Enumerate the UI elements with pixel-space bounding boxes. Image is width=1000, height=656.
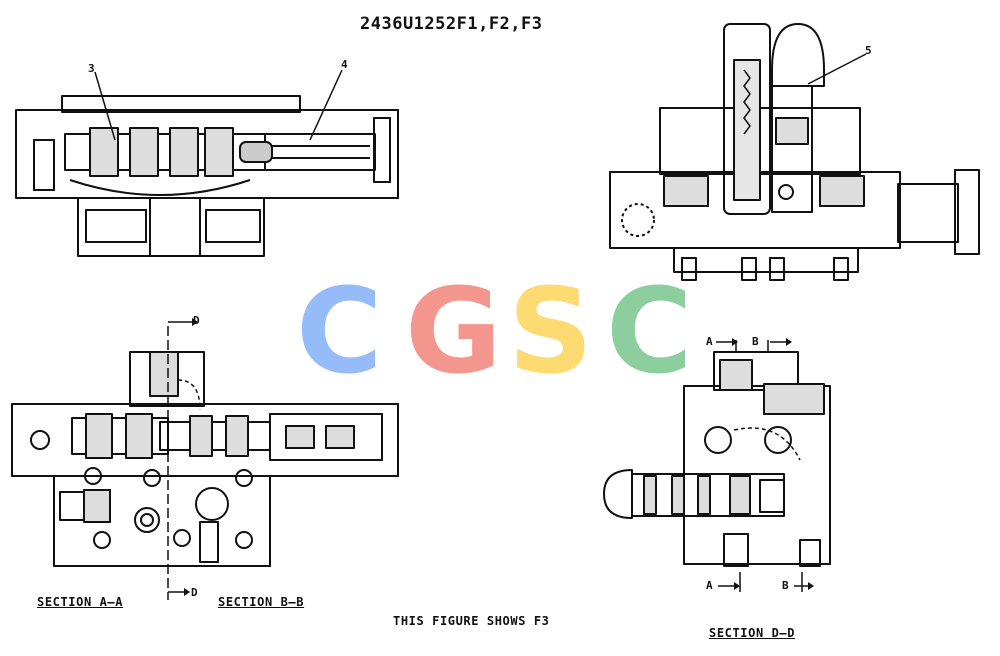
drawing-title: 2436U1252F1,F2,F3 — [360, 14, 543, 34]
caption-section-b-b: SECTION B—B — [218, 595, 305, 609]
caption-figure-note: THIS FIGURE SHOWS F3 — [393, 614, 550, 628]
section-d-drawing — [603, 338, 831, 592]
watermark-letter-2: G — [405, 262, 502, 400]
section-mark-d-bottom: D — [191, 586, 198, 599]
section-mark-d-top: D — [193, 314, 200, 327]
caption-section-a-a: SECTION A—A — [37, 595, 124, 609]
section-mark-a-top: A — [706, 335, 713, 348]
section-a-b-drawing — [11, 318, 399, 600]
caption-section-d-d: SECTION D—D — [709, 626, 796, 640]
section-mark-b-top: B — [752, 335, 759, 348]
watermark-letter-4: C — [606, 262, 693, 400]
section-mark-a-bottom: A — [706, 579, 713, 592]
watermark-letter-1: C — [296, 262, 383, 400]
callout-4: 4 — [341, 58, 348, 71]
callout-5: 5 — [865, 44, 872, 57]
top-left-valve-section — [15, 69, 399, 257]
section-mark-b-bottom: B — [782, 579, 789, 592]
watermark-letter-3: S — [508, 262, 593, 400]
callout-3: 3 — [88, 62, 95, 75]
top-right-valve-section — [609, 23, 980, 281]
